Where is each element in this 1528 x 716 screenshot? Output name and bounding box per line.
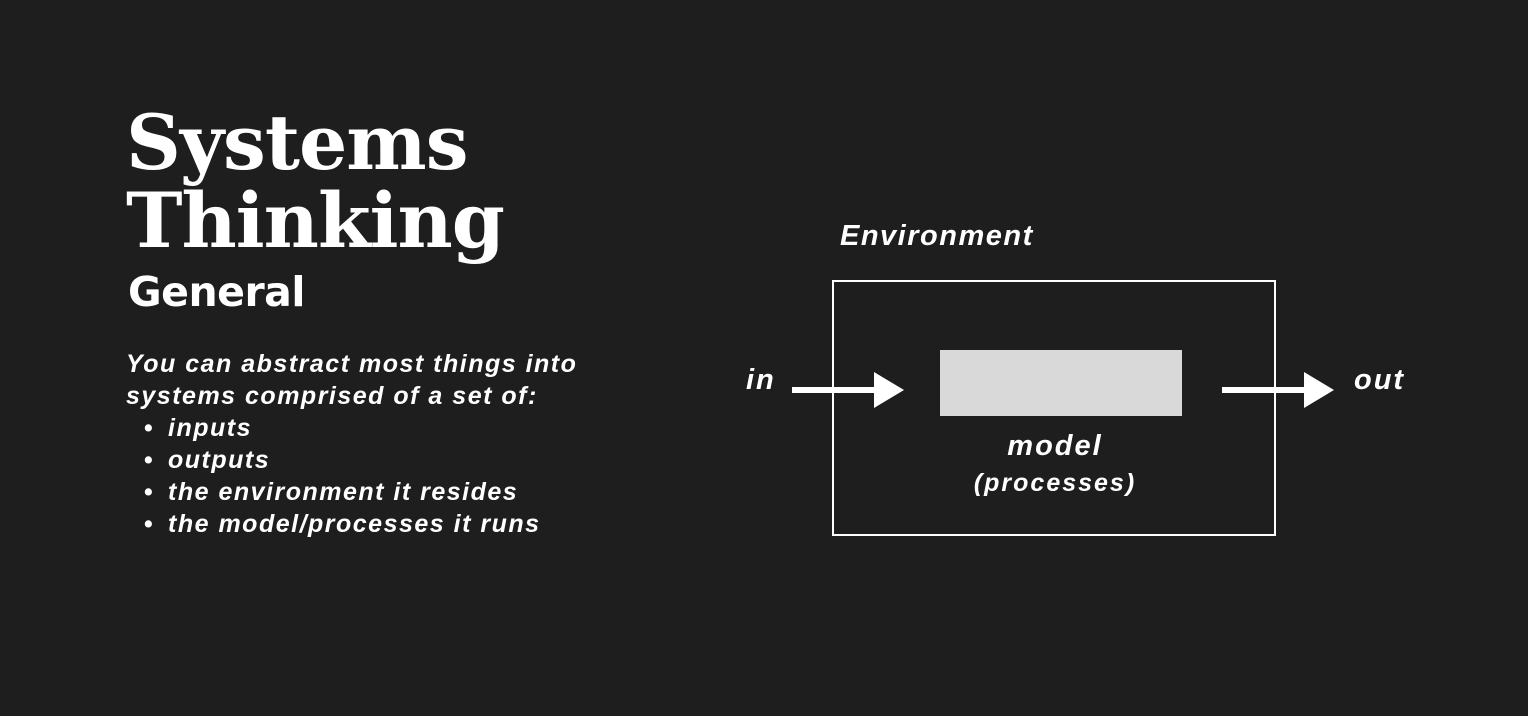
intro-text: You can abstract most things into system… bbox=[126, 350, 578, 410]
bullet-text: outputs bbox=[168, 446, 271, 474]
output-label: out bbox=[1354, 364, 1406, 396]
bullet-icon: • bbox=[144, 414, 155, 442]
bullet-text: the model/processes it runs bbox=[168, 510, 541, 538]
model-sublabel: (processes) bbox=[973, 469, 1137, 497]
title-line-2: Thinking bbox=[126, 176, 505, 265]
bullet-icon: • bbox=[144, 510, 155, 538]
subtitle: General bbox=[128, 268, 305, 316]
environment-box bbox=[832, 280, 1276, 536]
bullet-icon: • bbox=[144, 446, 155, 474]
list-item: • the model/processes it runs bbox=[140, 508, 541, 540]
output-arrow-icon bbox=[1222, 372, 1334, 408]
bullet-text: the environment it resides bbox=[168, 478, 519, 506]
model-block bbox=[940, 350, 1182, 416]
environment-label: Environment bbox=[840, 220, 1034, 252]
input-arrow-icon bbox=[792, 372, 904, 408]
list-item: • inputs bbox=[140, 412, 541, 444]
model-label: model bbox=[1007, 430, 1103, 462]
list-item: • outputs bbox=[140, 444, 541, 476]
page-title: Systems Thinking bbox=[126, 98, 505, 265]
bullet-icon: • bbox=[144, 478, 155, 506]
title-line-1: Systems bbox=[126, 98, 468, 187]
list-item: • the environment it resides bbox=[140, 476, 541, 508]
input-label: in bbox=[746, 364, 776, 396]
bullet-text: inputs bbox=[168, 414, 252, 442]
bullet-list: • inputs • outputs • the environment it … bbox=[140, 412, 541, 540]
